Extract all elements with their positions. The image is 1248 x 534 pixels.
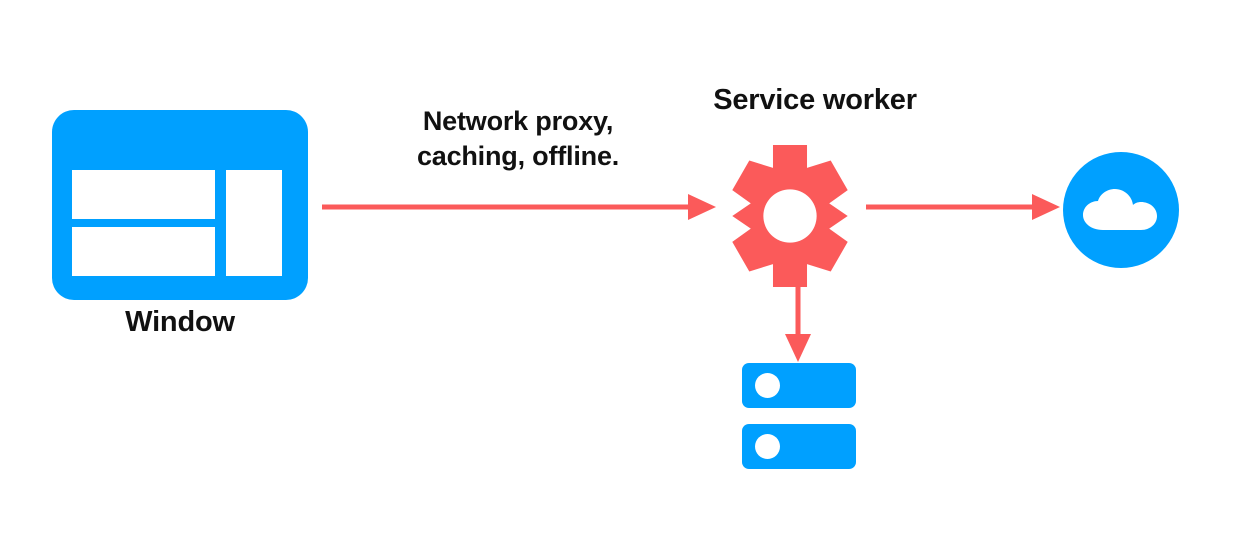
window-label: Window	[125, 306, 235, 338]
window-pane-top	[72, 170, 215, 219]
cloud-circle-background	[1063, 152, 1179, 268]
window-pane-bottom	[72, 227, 215, 276]
service-worker-label: Service worker	[713, 84, 917, 116]
node-cloud	[1063, 152, 1179, 268]
arrow-service-worker-to-cloud	[864, 190, 1064, 224]
arrow-service-worker-to-storage	[780, 282, 816, 364]
node-window: Window	[52, 110, 308, 338]
cloud-icon	[1083, 189, 1157, 230]
database-indicator-dot-bottom	[755, 434, 780, 459]
database-icon-bar-top	[742, 363, 856, 408]
gear-icon	[732, 144, 848, 288]
node-service-worker	[716, 142, 864, 290]
database-icon-bar-bottom	[742, 424, 856, 469]
edge-caption-network-proxy: Network proxy, caching, offline.	[416, 106, 620, 171]
database-indicator-dot-top	[755, 373, 780, 398]
browser-window-icon	[52, 110, 308, 300]
window-pane-side	[226, 170, 282, 276]
arrow-window-to-service-worker	[320, 190, 720, 224]
node-storage	[742, 363, 856, 469]
